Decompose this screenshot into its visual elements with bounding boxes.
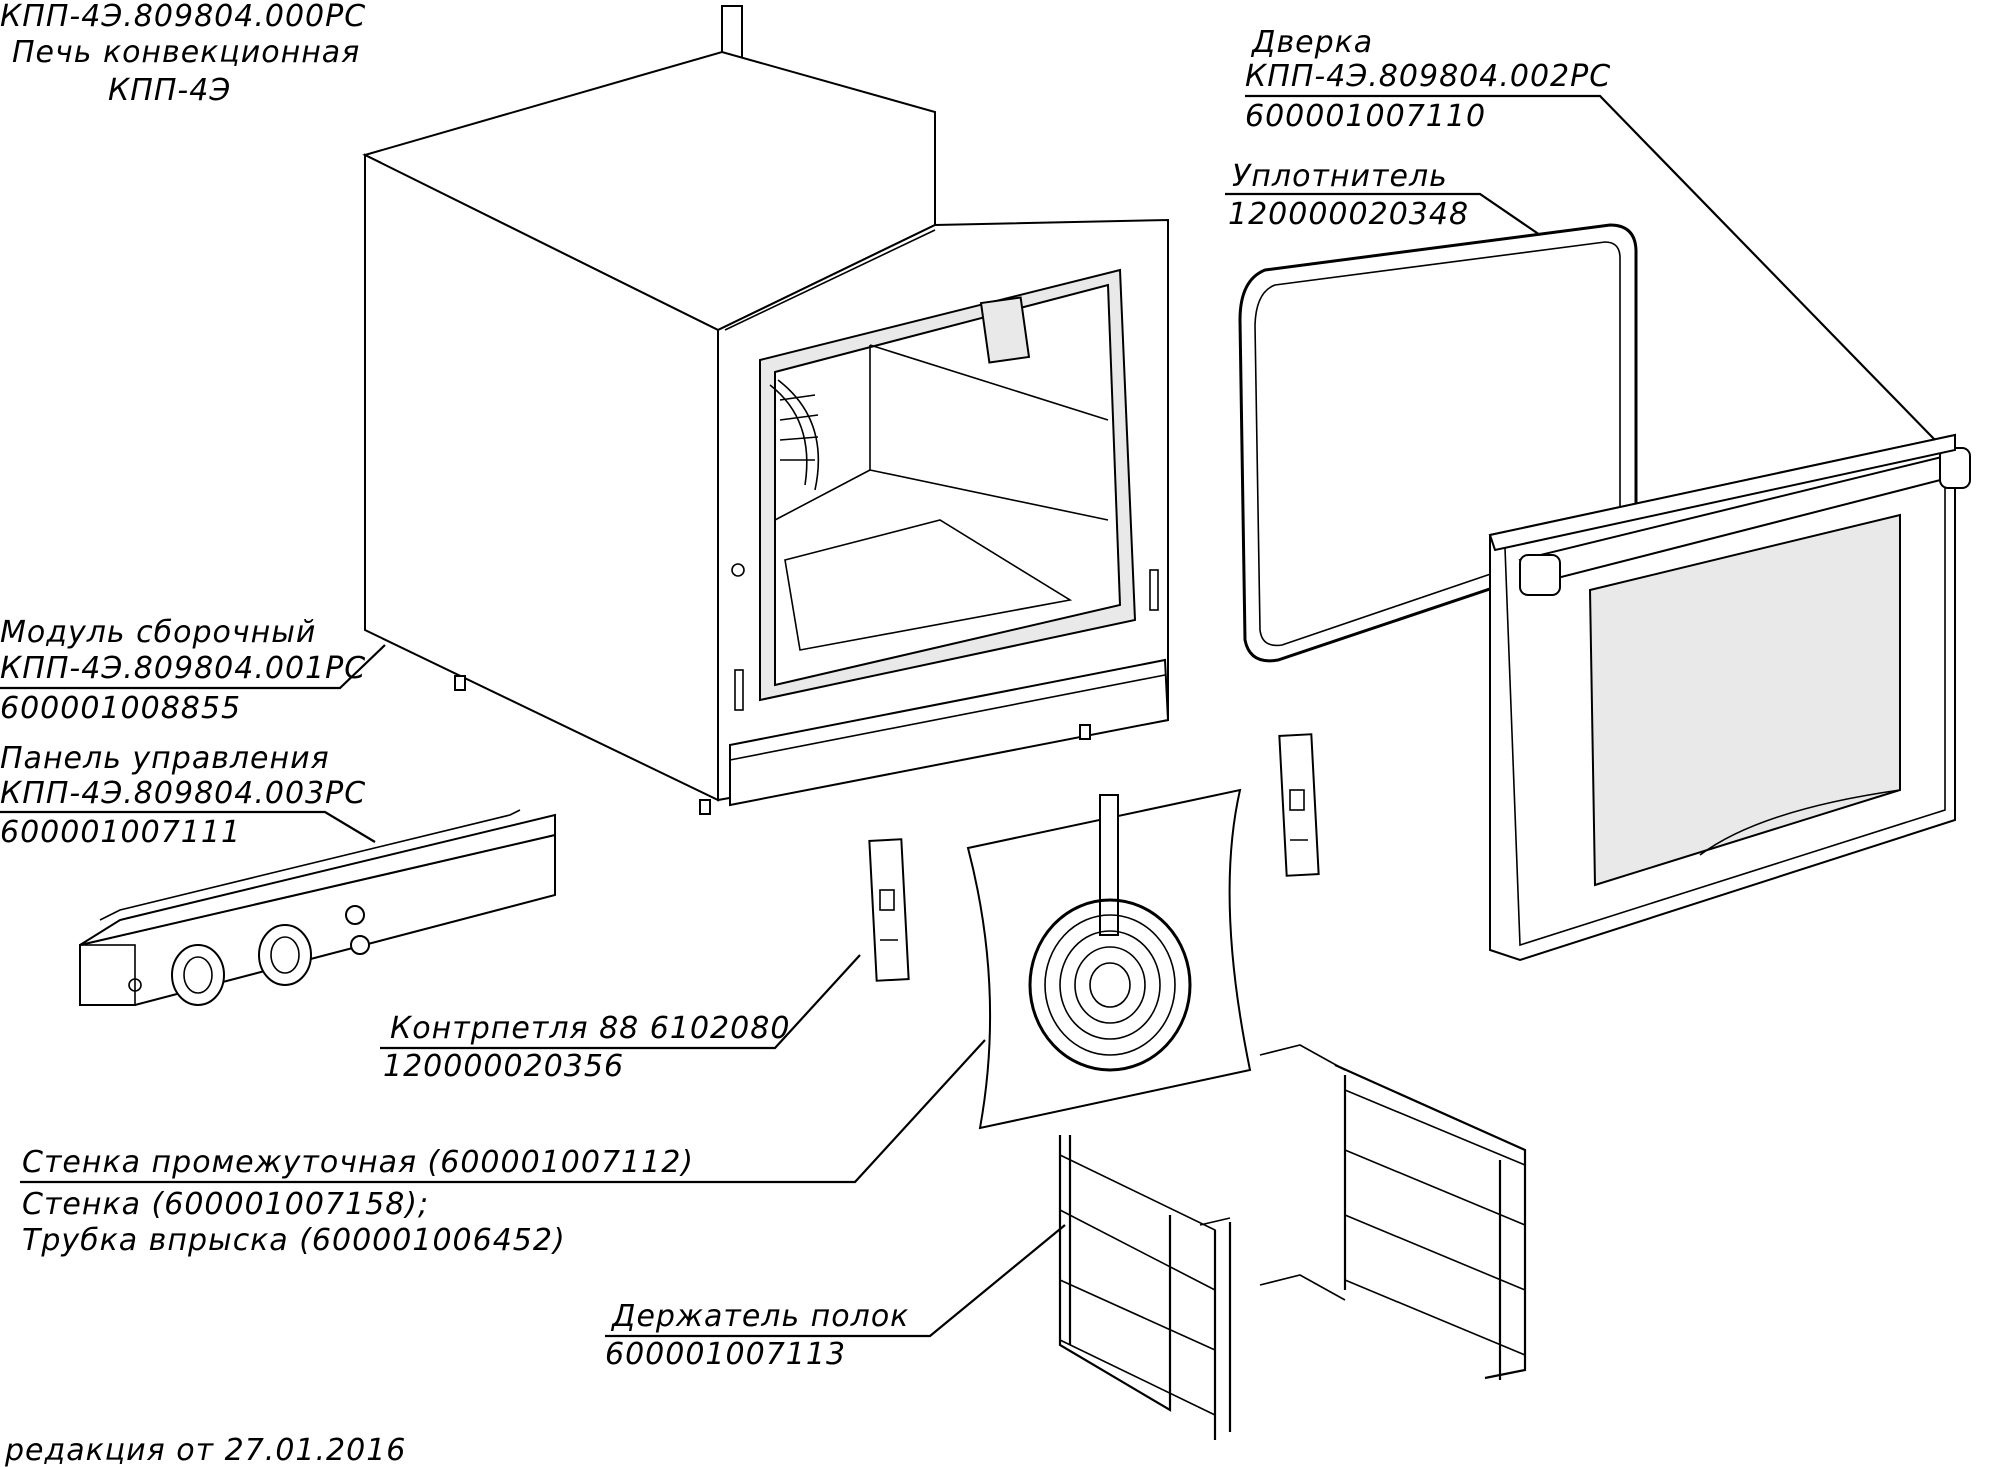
- wall-line-2: Стенка (600001007158);: [22, 1187, 429, 1222]
- fan-grille: [1028, 898, 1192, 1072]
- callout-panel: Панель управления КПП-4Э.809804.003РС 60…: [0, 741, 366, 850]
- shelf-holder-left: [1058, 1135, 1232, 1440]
- strike-plate-left: [868, 838, 910, 982]
- title-block: КПП-4Э.809804.000РС Печь конвекционная К…: [0, 0, 366, 108]
- callout-wall: Стенка промежуточная (600001007112) Стен…: [22, 1145, 694, 1258]
- shelf-holder-right: [1259, 1044, 1527, 1380]
- lamp-window: [979, 296, 1031, 364]
- module-code: КПП-4Э.809804.001РС: [0, 651, 366, 686]
- indicator-lamp-top: [345, 905, 365, 925]
- callout-door: Дверка КПП-4Э.809804.002РС 600001007110: [1245, 25, 1611, 134]
- panel-name: Панель управления: [0, 741, 330, 776]
- door-code: КПП-4Э.809804.002РС: [1245, 59, 1611, 94]
- indicator-lamp-bottom: [350, 935, 370, 955]
- module-number: 600001008855: [0, 691, 241, 726]
- strike-number: 120000020356: [383, 1049, 624, 1084]
- strike-plate-right: [1278, 733, 1320, 877]
- holder-name: Держатель полок: [610, 1299, 909, 1334]
- revision-date: редакция от 27.01.2016: [4, 1433, 406, 1467]
- callout-strike: Контрпетля 88 6102080 120000020356: [383, 1011, 790, 1084]
- wall-line-1: Стенка промежуточная (600001007112): [22, 1145, 694, 1180]
- knob-right: [258, 924, 312, 986]
- door-number: 600001007110: [1245, 99, 1486, 134]
- seal-name: Уплотнитель: [1232, 159, 1448, 194]
- door-seal-drawing: [1238, 223, 1638, 663]
- knob-left: [171, 944, 225, 1006]
- wall-line-3: Трубка впрыска (600001006452): [22, 1223, 566, 1258]
- panel-code: КПП-4Э.809804.003РС: [0, 776, 366, 811]
- title-code: КПП-4Э.809804.000РС: [0, 0, 366, 34]
- door-drawing: [1488, 433, 1971, 962]
- injection-tube: [1099, 794, 1119, 936]
- door-name: Дверка: [1250, 25, 1373, 60]
- callout-module: Модуль сборочный КПП-4Э.809804.001РС 600…: [0, 615, 366, 726]
- callout-seal: Уплотнитель 120000020348: [1228, 159, 1469, 232]
- seal-number: 120000020348: [1228, 197, 1469, 232]
- control-panel-drawing: [79, 809, 556, 1006]
- title-model: КПП-4Э: [108, 73, 231, 108]
- callout-holder: Держатель полок 600001007113: [605, 1299, 909, 1372]
- holder-number: 600001007113: [605, 1337, 846, 1372]
- oven-body-drawing: [362, 5, 1170, 815]
- intermediate-wall-drawing: [966, 788, 1252, 1130]
- title-name: Печь конвекционная: [12, 35, 360, 70]
- leader-lines: [0, 94, 1936, 1338]
- module-name: Модуль сборочный: [0, 615, 316, 650]
- cavity-fan-grille: [769, 379, 820, 491]
- strike-name: Контрпетля 88 6102080: [390, 1011, 790, 1046]
- panel-number: 600001007111: [0, 815, 241, 850]
